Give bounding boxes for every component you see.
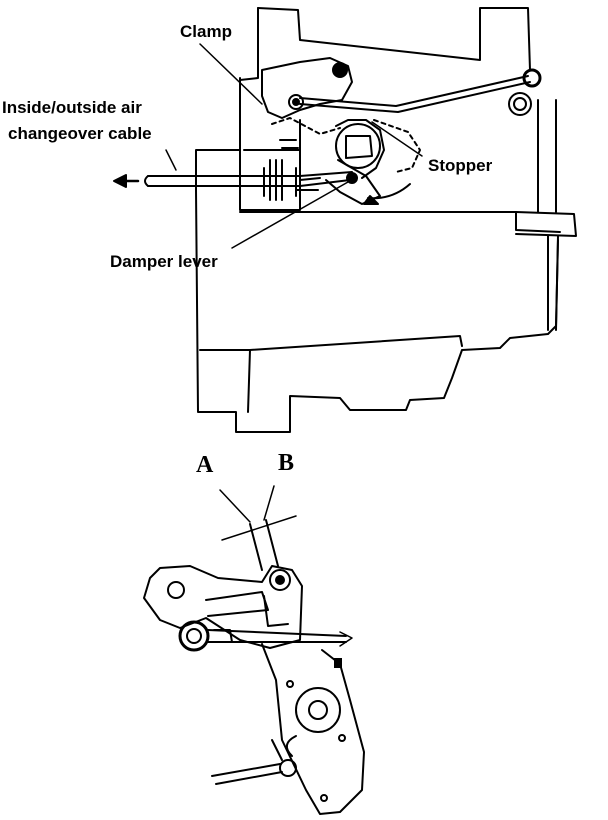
point-a-label: A (196, 452, 214, 478)
point-b-label: B (278, 450, 295, 476)
changeover-cable (113, 167, 353, 197)
cable-label-line2: changeover cable (8, 124, 152, 143)
clamp-label: Clamp (180, 22, 232, 41)
damper-lever-detail (143, 485, 365, 815)
cable-label-line1: Inside/outside air (2, 98, 142, 117)
stopper-label: Stopper (428, 156, 493, 175)
housing-outline (195, 7, 577, 433)
leader-lines (165, 43, 423, 249)
damper-lever-label: Damper lever (110, 252, 218, 271)
damper-mechanism (261, 57, 542, 205)
